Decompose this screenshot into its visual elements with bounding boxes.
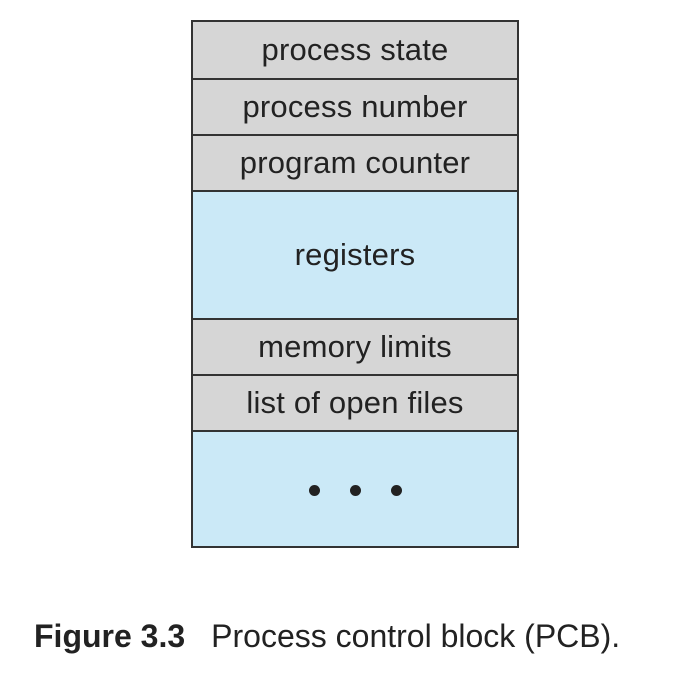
figure-number: Figure 3.3 bbox=[34, 618, 186, 654]
field-memory-limits: memory limits bbox=[193, 318, 517, 374]
field-list-of-open-files: list of open files bbox=[193, 374, 517, 430]
dot bbox=[390, 484, 402, 496]
dot bbox=[349, 484, 361, 496]
field-label: registers bbox=[294, 237, 416, 272]
field-label: program counter bbox=[239, 145, 471, 180]
field-registers: registers bbox=[193, 190, 517, 318]
field-label: process number bbox=[242, 89, 468, 124]
field-label: list of open files bbox=[246, 385, 464, 420]
field-program-counter: program counter bbox=[193, 134, 517, 190]
ellipsis-icon bbox=[308, 484, 402, 496]
field-process-state: process state bbox=[193, 22, 517, 78]
field-label: memory limits bbox=[258, 329, 452, 364]
field-more-ellipsis bbox=[193, 430, 517, 546]
field-label: process state bbox=[261, 32, 449, 67]
field-process-number: process number bbox=[193, 78, 517, 134]
process-control-block: process state process number program cou… bbox=[191, 20, 519, 548]
figure-caption: Figure 3.3 Process control block (PCB). bbox=[34, 618, 620, 655]
caption-text: Process control block (PCB). bbox=[211, 618, 621, 654]
dot bbox=[308, 484, 320, 496]
